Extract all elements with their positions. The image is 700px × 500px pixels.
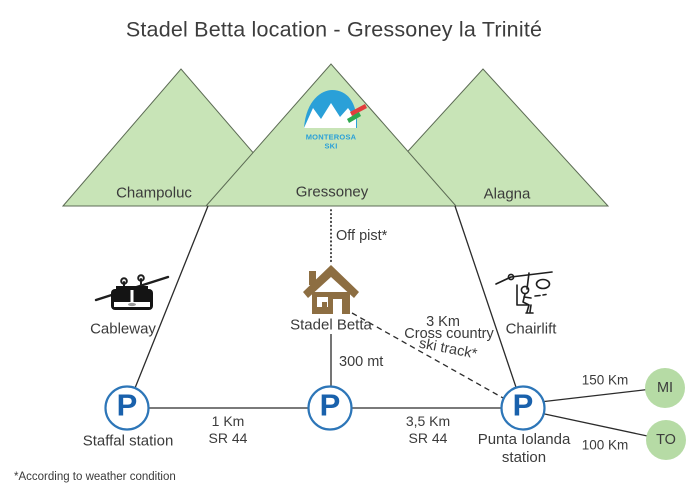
cross-country-dashed-line [351,312,513,404]
parking-letter-staffal: P [116,387,138,423]
stadel-betta-house-icon [303,265,359,314]
monterosa-ski-logo-icon [304,90,367,128]
mountain-gressoney-shape [204,63,458,207]
chairlift-icon [495,271,553,314]
cableway-icon [94,274,170,310]
cableway-label: Cableway [90,320,156,338]
route-gressoney-staffal-line [126,205,209,409]
distance-300mt-label: 300 mt [339,354,384,370]
city-circle-turin [646,420,686,460]
route-gressoney-punta-line [454,205,524,409]
stadel-betta-label: Stadel Betta [290,316,372,334]
mountain-label-champoluc: Champoluc [116,184,192,202]
parking-circle-central [307,385,353,431]
cross-country-distance-label: 3 Km [426,314,460,330]
city-turin-label: TO [656,432,676,448]
segment2-distance-label: 3,5 Km [405,413,451,429]
punta-iolanda-station-label: Punta Iolanda station [477,431,571,466]
logo-sub-text: SKI [324,141,338,151]
milan-distance-label: 150 Km [581,372,629,388]
city-milan-label: MI [656,380,674,396]
staffal-station-label: Staffal station [82,432,174,450]
cross-country-name-label: Cross country [404,326,494,342]
off-pist-label: Off pist* [336,228,388,244]
chairlift-label: Chairlift [505,320,557,338]
segment2-road-label: SR 44 [408,430,448,446]
parking-circle-punta [500,385,546,431]
parking-letter-central: P [319,387,341,423]
parking-circle-staffal [104,385,150,431]
city-circle-milan [645,368,685,408]
weather-footnote: *According to weather condition [14,471,176,483]
route-punta-turin-line [539,412,653,438]
mountain-label-gressoney: Gressoney [295,183,369,201]
parking-letter-punta: P [512,387,534,423]
turin-distance-label: 100 Km [581,437,629,453]
route-punta-milan-line [539,388,653,403]
logo-name-text: MONTEROSA [305,132,357,142]
segment1-road-label: SR 44 [208,430,248,446]
page-title: Stadel Betta location - Gressoney la Tri… [125,17,543,42]
mountain-label-alagna: Alagna [483,185,531,203]
segment1-distance-label: 1 Km [211,413,245,429]
